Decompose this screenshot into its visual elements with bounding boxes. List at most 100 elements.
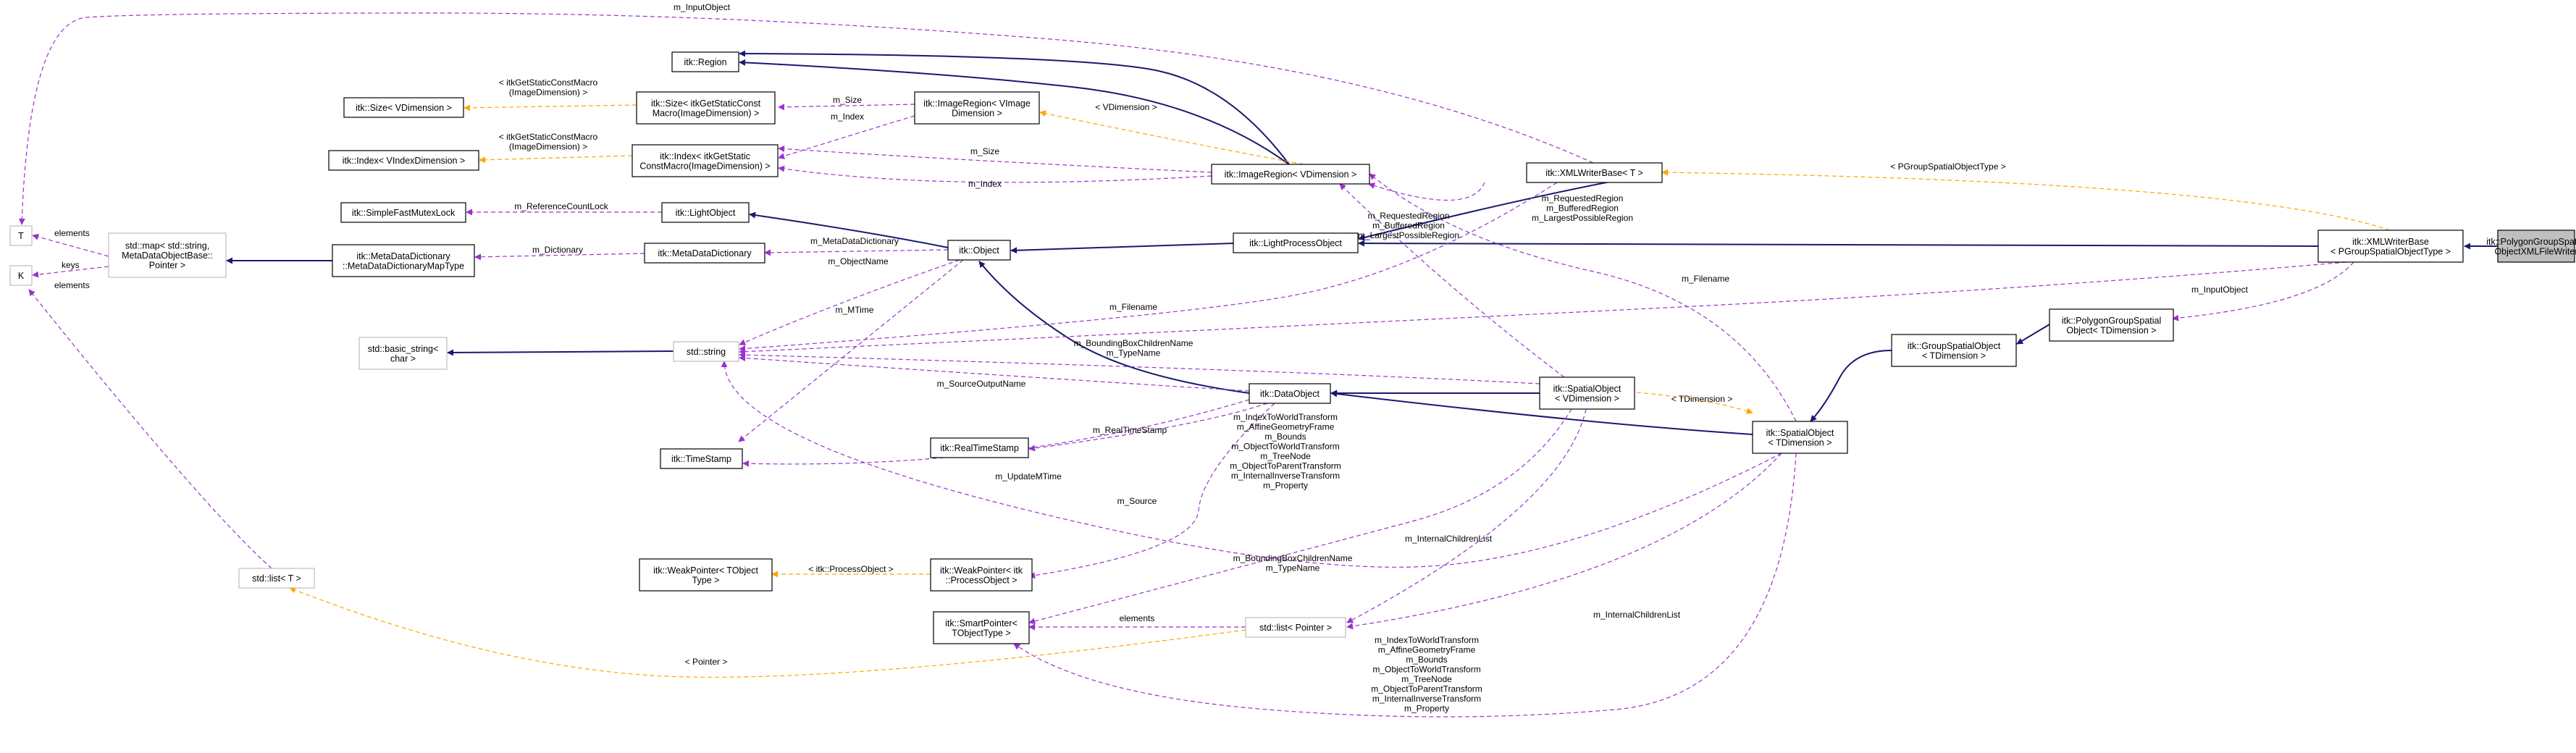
class-box	[1526, 162, 1663, 183]
class-node-std-list-pointer[interactable]: std::list< Pointer >	[1245, 617, 1346, 638]
inheritance-edge	[1330, 390, 1753, 435]
class-box	[328, 150, 479, 171]
class-box	[1249, 383, 1331, 404]
edge-label-line: m_BoundingBoxChildrenName	[1233, 553, 1353, 563]
class-name-line: itk::Size< itkGetStaticConst	[651, 98, 761, 109]
class-name: K	[18, 271, 25, 281]
edge-label-line: m_IndexToWorldTransform	[1233, 412, 1338, 422]
class-name-line: itk::SimpleFastMutexLock	[352, 208, 456, 218]
member-edge	[778, 104, 915, 111]
class-node-t[interactable]: T	[9, 225, 33, 246]
class-node-k[interactable]: K	[9, 265, 33, 286]
class-node-itk-groupspatialobject[interactable]: itk::GroupSpatialObject< TDimension >	[1891, 334, 2017, 367]
edge-label-line: m_InternalChildrenList	[1405, 534, 1493, 544]
edge-label-line: m_MetaDataDictionary	[810, 236, 899, 246]
class-name-line: ConstMacro(ImageDimension) >	[639, 161, 770, 171]
member-edge	[778, 165, 1212, 183]
class-node-itk-polygongroupspatialobjectxmlfilewriter[interactable]: itk::PolygonGroupSpatialObjectXMLFileWri…	[2486, 230, 2576, 263]
edge-label-line: m_ObjectName	[828, 256, 889, 266]
class-box	[332, 244, 475, 277]
edge-label-line: m_TypeName	[1107, 348, 1161, 358]
class-name-line: itk::MetaDataDictionary	[356, 251, 450, 261]
class-node-std-string[interactable]: std::string	[673, 341, 739, 362]
edge-label-line: m_Dictionary	[532, 245, 583, 255]
class-node-itk-metadatadictionary[interactable]: itk::MetaDataDictionary	[644, 243, 765, 264]
class-node-itk-realtimestamp[interactable]: itk::RealTimeStamp	[930, 437, 1029, 458]
class-node-itk-weakpointer-process[interactable]: itk::WeakPointer< itk::ProcessObject >	[930, 558, 1033, 592]
class-name-line: itk::WeakPointer< itk	[940, 565, 1023, 576]
class-name-line: itk::Size< VDimension >	[356, 103, 452, 113]
class-box	[1211, 164, 1370, 185]
edge-label-line: m_Source	[1117, 496, 1157, 506]
class-node-itk-simplefastmutexlock[interactable]: itk::SimpleFastMutexLock	[340, 202, 466, 223]
class-name-line: itk::Index< VIndexDimension >	[343, 156, 466, 166]
edge-label-line: m_Index	[968, 179, 1002, 189]
edge-label: m_SourceOutputName	[937, 379, 1026, 389]
class-node-itk-lightprocessobject[interactable]: itk::LightProcessObject	[1233, 232, 1359, 253]
class-name: itk::PolygonGroupSpatialObjectXMLFileWri…	[2486, 237, 2576, 257]
class-node-itk-lightobject[interactable]: itk::LightObject	[661, 202, 750, 223]
edge-label-line: m_Size	[833, 95, 862, 105]
edge-label: elements	[54, 280, 90, 290]
edge-label-line: m_SourceOutputName	[937, 379, 1026, 389]
class-name: itk::LightProcessObject	[1249, 238, 1342, 248]
member-edge	[778, 146, 1212, 173]
class-node-itk-metadatadictionarymaptype[interactable]: itk::MetaDataDictionary::MetaDataDiction…	[332, 244, 475, 277]
edge-label-line: (ImageDimension) >	[509, 142, 587, 152]
class-node-itk-timestamp[interactable]: itk::TimeStamp	[660, 448, 743, 469]
class-node-itk-spatialobject-vdim[interactable]: itk::SpatialObject< VDimension >	[1539, 376, 1635, 410]
class-box	[2317, 230, 2464, 263]
edge-label-line: m_ObjectToWorldTransform	[1372, 665, 1480, 675]
inheritance-edge	[447, 349, 674, 356]
edge-label: m_Source	[1117, 496, 1157, 506]
member-edge	[18, 12, 1594, 225]
template-edge	[1039, 110, 1304, 165]
class-name-line: std::basic_string<	[368, 344, 439, 354]
edge-label-line: m_InternalChildrenList	[1593, 610, 1681, 620]
edge-label: m_InputObject	[674, 2, 731, 12]
class-name: itk::GroupSpatialObject< TDimension >	[1908, 341, 2001, 361]
class-box	[636, 91, 776, 125]
member-edge	[764, 249, 949, 256]
class-name-line: std::string	[687, 347, 726, 357]
edge-label: < PGroupSpatialObjectType >	[1890, 161, 2005, 172]
class-name: itk::MetaDataDictionary::MetaDataDiction…	[343, 251, 464, 272]
edge-label-line: m_Filename	[1682, 274, 1729, 284]
class-node-itk-imageregion-vdim[interactable]: itk::ImageRegion< VDimension >	[1211, 164, 1370, 185]
class-node-std-list-t[interactable]: std::list< T >	[238, 568, 315, 589]
edge-label-line: m_ObjectToParentTransform	[1371, 684, 1482, 694]
edge-label-line: m_InternalInverseTransform	[1231, 471, 1340, 481]
template-edge	[289, 586, 1246, 678]
class-node-std-basic-string[interactable]: std::basic_string<char >	[358, 337, 448, 370]
class-node-itk-size-vdim[interactable]: itk::Size< VDimension >	[343, 97, 464, 118]
edge-label: < Pointer >	[685, 657, 728, 667]
class-node-itk-region[interactable]: itk::Region	[671, 51, 739, 72]
class-node-itk-index-vindex[interactable]: itk::Index< VIndexDimension >	[328, 150, 479, 171]
member-edge	[721, 361, 1782, 568]
class-node-itk-xmlwriterbase-t[interactable]: itk::XMLWriterBase< T >	[1526, 162, 1663, 183]
class-name-line: itk::XMLWriterBase	[2352, 237, 2429, 247]
class-box	[9, 225, 33, 246]
edge-label: m_RealTimeStamp	[1093, 425, 1167, 435]
class-node-itk-spatialobject-tdim[interactable]: itk::SpatialObject< TDimension >	[1752, 421, 1848, 454]
class-node-itk-dataobject[interactable]: itk::DataObject	[1249, 383, 1331, 404]
edge-label: m_Index	[968, 179, 1002, 189]
inheritance-edge	[1010, 243, 1234, 254]
edge-label-line: m_TreeNode	[1260, 451, 1311, 461]
edge-label-line: m_AffineGeometryFrame	[1378, 645, 1476, 655]
class-node-std-map[interactable]: std::map< std::string,MetaDataObjectBase…	[108, 232, 227, 278]
class-box	[673, 341, 739, 362]
class-node-itk-object[interactable]: itk::Object	[947, 240, 1011, 261]
class-name-line: < PGroupSpatialObjectType >	[2330, 246, 2451, 256]
class-name-line: ObjectXMLFileWriter	[2494, 246, 2576, 256]
class-node-itk-xmlwriterbase-pgroup[interactable]: itk::XMLWriterBase< PGroupSpatialObjectT…	[2317, 230, 2464, 263]
class-node-itk-smartpointer[interactable]: itk::SmartPointer<TObjectType >	[933, 611, 1030, 644]
